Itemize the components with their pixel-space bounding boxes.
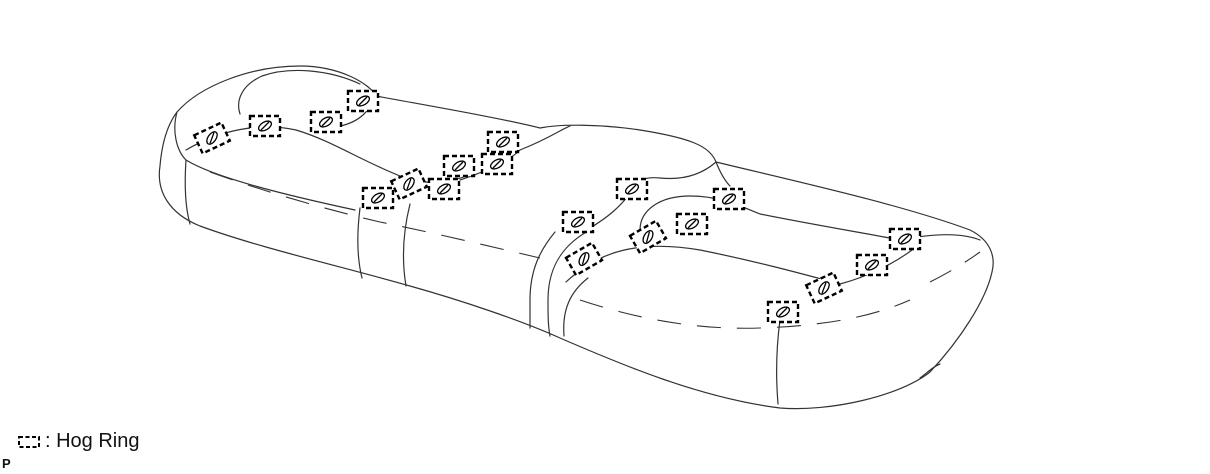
hog-ring-marker (675, 212, 709, 236)
seat-cushion-outline (158, 65, 994, 410)
hog-ring-markers (192, 89, 922, 324)
hog-ring-marker (766, 300, 800, 324)
hog-ring-marker (389, 167, 429, 201)
hog-ring-marker (192, 121, 232, 155)
hog-ring-marker (361, 186, 395, 210)
hog-ring-marker (346, 89, 380, 113)
hog-ring-marker-icon (18, 435, 40, 448)
hog-ring-marker (628, 219, 668, 255)
hog-ring-marker (427, 177, 461, 201)
hog-ring-marker (804, 271, 844, 305)
hog-ring-marker (888, 227, 922, 251)
legend: : Hog Ring (16, 430, 140, 453)
hog-ring-marker (855, 253, 889, 277)
legend-label: : Hog Ring (45, 430, 140, 452)
hog-ring-marker (248, 114, 282, 138)
hog-ring-marker (309, 110, 343, 134)
hog-ring-marker (712, 187, 746, 211)
hog-ring-marker (561, 210, 595, 234)
hog-ring-marker (564, 241, 604, 277)
hog-ring-marker (615, 177, 649, 201)
figure-code: P (2, 456, 11, 471)
hog-ring-marker (442, 154, 476, 178)
hog-ring-marker (486, 130, 520, 154)
seam-dash-lines (209, 171, 981, 329)
hog-ring-marker (480, 152, 514, 176)
